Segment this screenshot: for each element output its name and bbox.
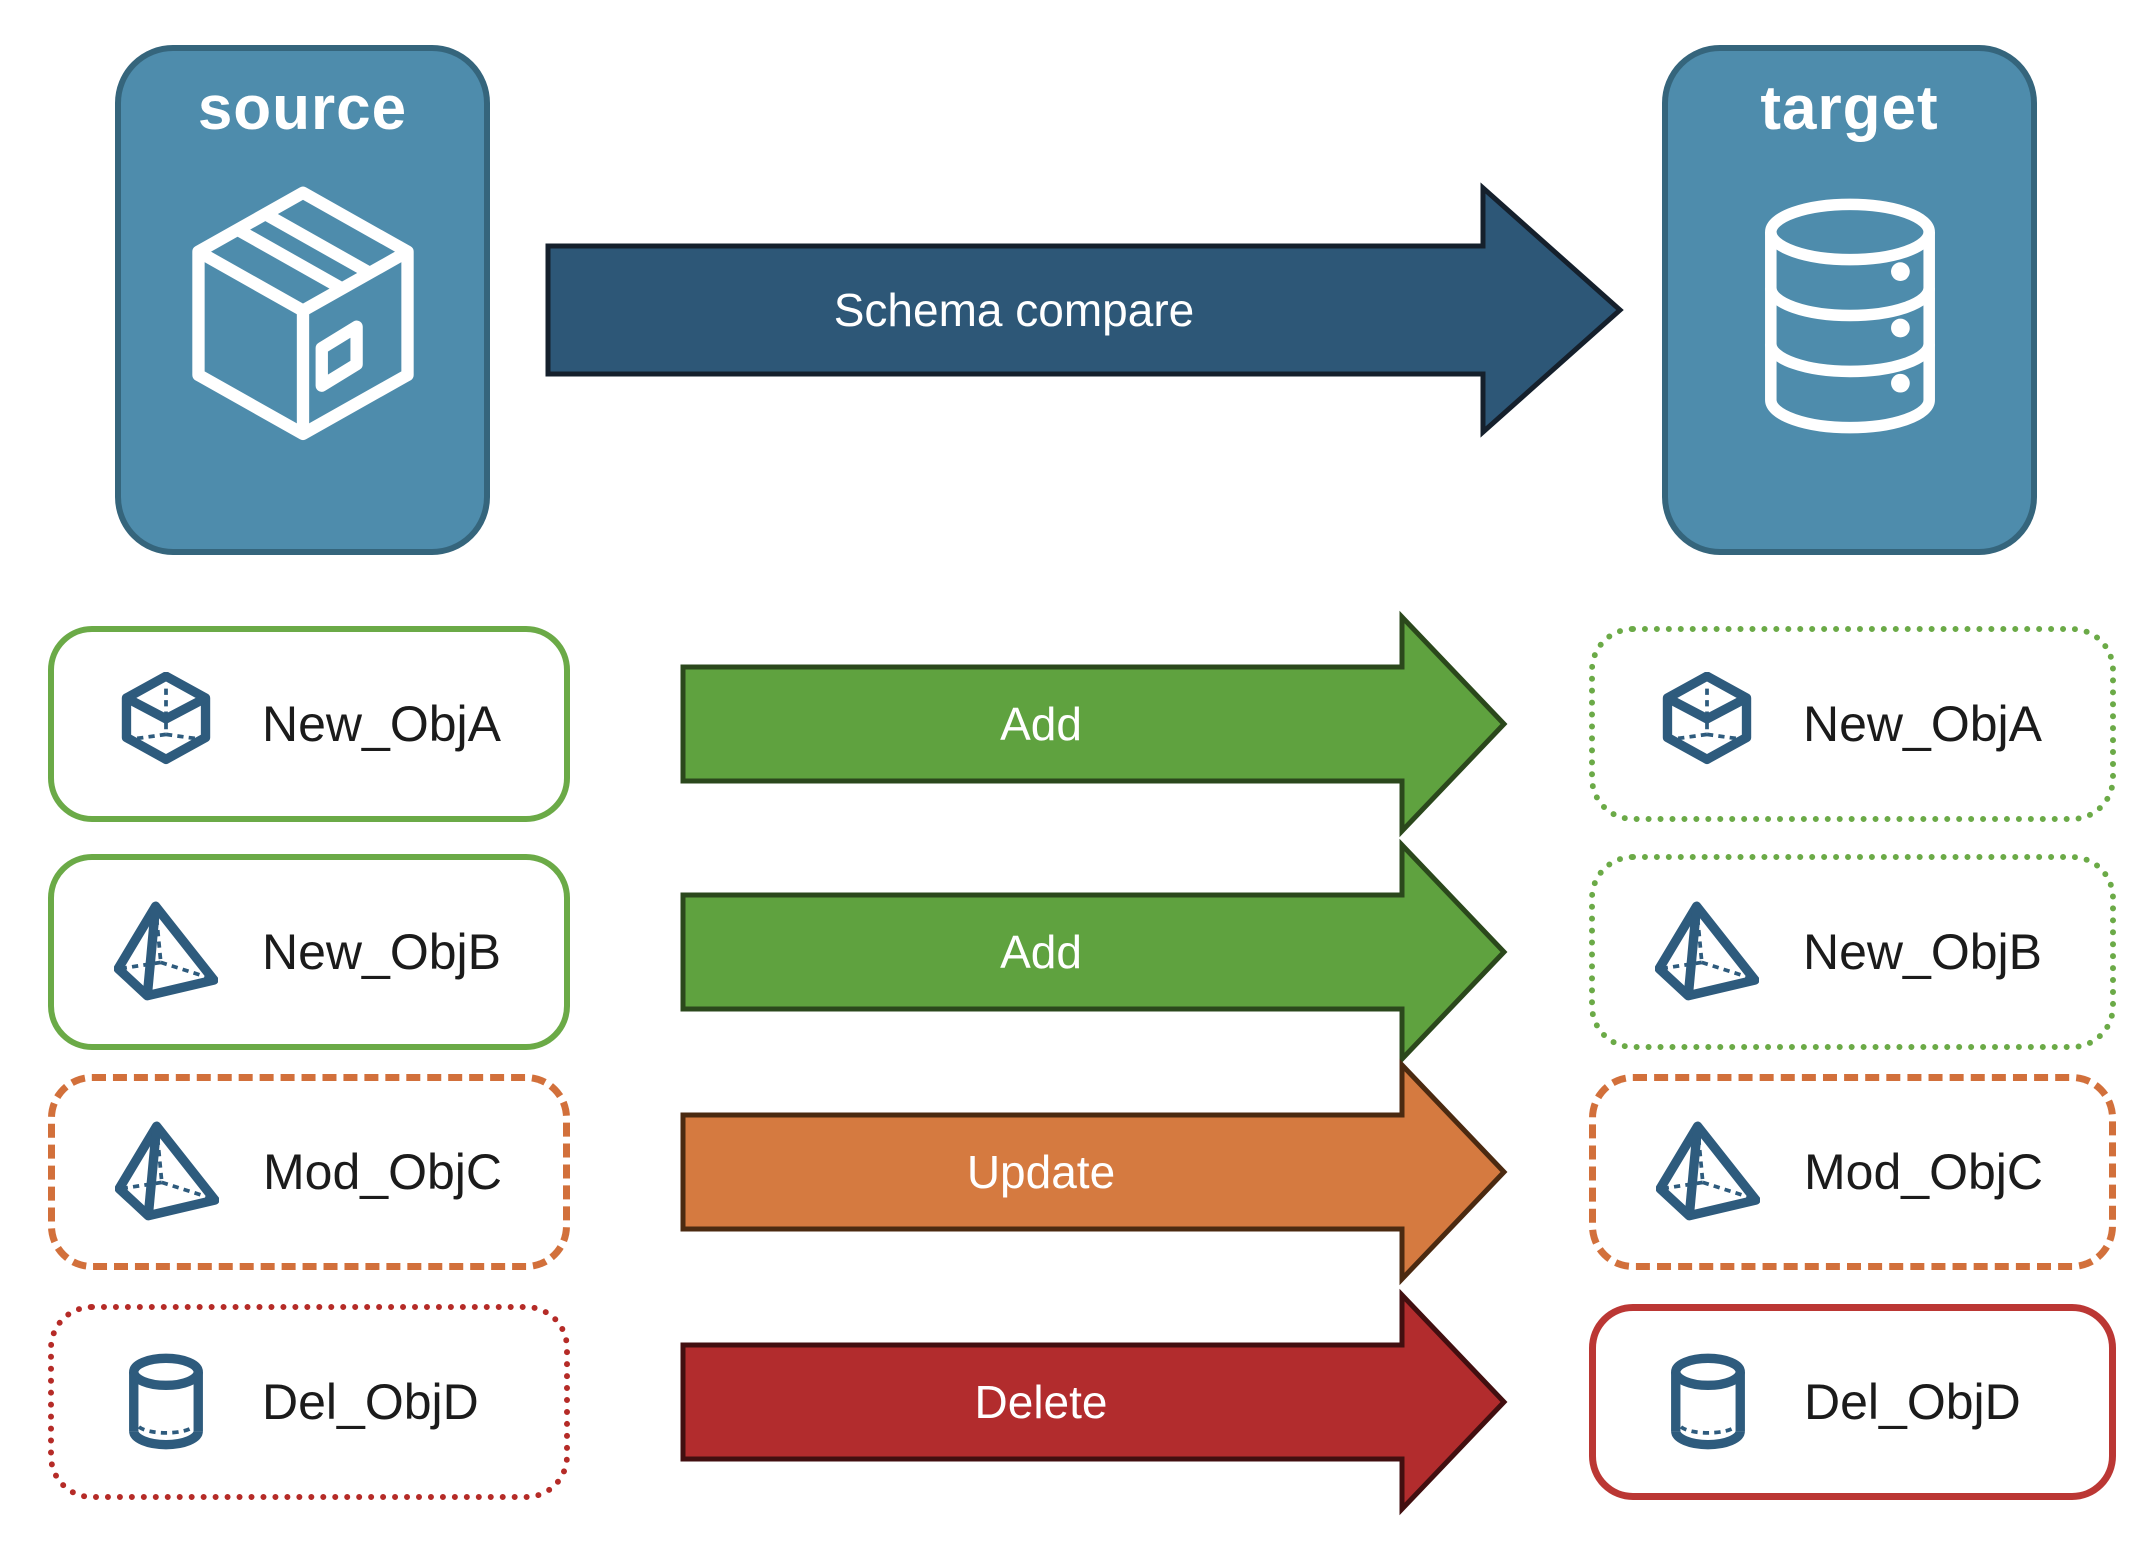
pyramid-icon <box>1656 1120 1760 1224</box>
source-node-label: source <box>197 74 408 143</box>
database-icon <box>1730 168 1970 464</box>
add-arrow-shape <box>680 838 1508 1066</box>
target-object-del-objd: Del_ObjD <box>1589 1304 2116 1500</box>
add-arrow-label: Add <box>1000 698 1082 750</box>
cylinder-icon <box>114 1350 218 1454</box>
object-label: Del_ObjD <box>262 1374 479 1430</box>
source-object-new-obja: New_ObjA <box>48 626 570 822</box>
object-label: New_ObjB <box>1803 924 2042 980</box>
delete-arrow-shape <box>680 1288 1508 1516</box>
object-label: New_ObjB <box>262 924 501 980</box>
update-arrow-row3: Update <box>680 1057 1510 1287</box>
package-box-icon <box>169 168 437 464</box>
add-arrow-row1: Add <box>680 609 1510 839</box>
pyramid-icon <box>114 900 218 1004</box>
schema-compare-arrow-shape <box>545 182 1624 438</box>
add-arrow-shape <box>680 610 1508 838</box>
source-object-del-objd: Del_ObjD <box>48 1304 570 1500</box>
object-label: Mod_ObjC <box>263 1144 502 1200</box>
cube-icon <box>1655 672 1759 776</box>
target-object-new-obja: New_ObjA <box>1589 626 2116 822</box>
add-arrow-row2: Add <box>680 837 1510 1067</box>
schema-compare-arrow: Schema compare <box>545 180 1625 440</box>
object-label: New_ObjA <box>262 696 501 752</box>
pyramid-icon <box>1655 900 1759 1004</box>
schema-compare-arrow-label: Schema compare <box>833 284 1195 336</box>
target-node-label: target <box>1760 74 1939 143</box>
cylinder-icon <box>1656 1350 1760 1454</box>
target-object-mod-objc: Mod_ObjC <box>1589 1074 2116 1270</box>
source-object-mod-objc: Mod_ObjC <box>48 1074 570 1270</box>
target-node: target <box>1662 45 2037 555</box>
add-arrow-label: Add <box>1000 926 1082 978</box>
delete-arrow-row4: Delete <box>680 1287 1510 1517</box>
source-object-new-objb: New_ObjB <box>48 854 570 1050</box>
source-node: source <box>115 45 490 555</box>
cube-icon <box>114 672 218 776</box>
target-object-new-objb: New_ObjB <box>1589 854 2116 1050</box>
pyramid-icon <box>115 1120 219 1224</box>
update-arrow-shape <box>680 1058 1508 1286</box>
update-arrow-label: Update <box>966 1146 1116 1198</box>
object-label: New_ObjA <box>1803 696 2042 752</box>
object-label: Del_ObjD <box>1804 1374 2021 1430</box>
object-label: Mod_ObjC <box>1804 1144 2043 1200</box>
delete-arrow-label: Delete <box>974 1376 1108 1428</box>
